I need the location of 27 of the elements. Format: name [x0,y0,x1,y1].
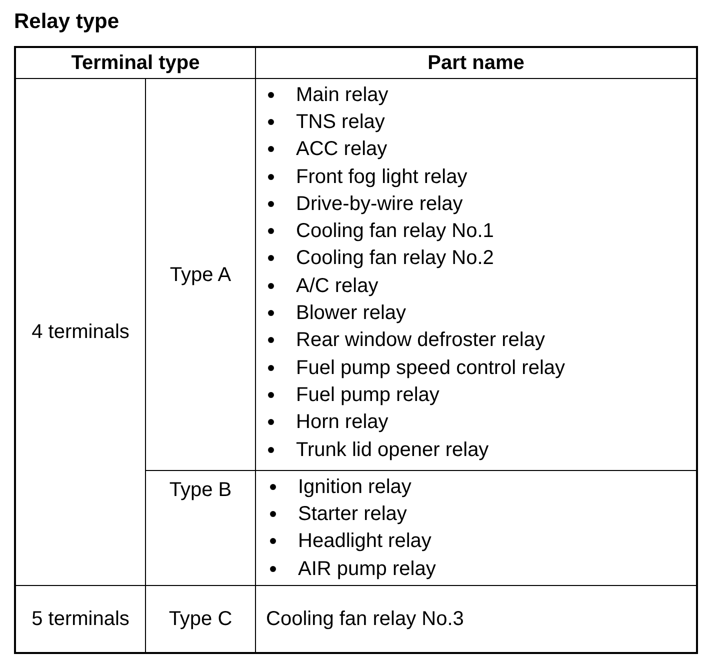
part-name: Trunk lid opener relay [296,438,489,463]
table-cell: Type A [146,79,256,471]
part-name: Ignition relay [298,474,412,500]
part-name: Fuel pump speed control relay [296,356,566,381]
part-name: Horn relay [296,410,388,436]
part-name: Front fog light relay [296,164,468,190]
title: Relay type [14,9,120,35]
part-name: ACC relay [296,137,388,162]
table-cell-text: Cooling fan relay No.3 [265,607,465,632]
part-name: Rear window defroster relay [296,328,545,354]
part-name: A/C relay [296,274,378,299]
table-cell: 5 terminals [16,586,146,652]
header-cell: Terminal type [16,48,256,79]
part-name: Headlight relay [298,529,432,554]
part-name: Starter relay [298,502,407,527]
part-name: Cooling fan relay No.2 [296,246,494,272]
part-name: Fuel pump relay [296,382,440,408]
table-cell: Type B [146,471,256,586]
table-cell: 4 terminals [16,79,146,586]
part-name: Main relay [296,82,388,108]
part-name: Blower relay [296,301,406,326]
header-cell: Part name [256,48,696,79]
part-name: Drive-by-wire relay [296,192,463,217]
part-name: AIR pump relay [298,556,436,582]
part-name: TNS relay [296,110,385,135]
table-cell: Type C [146,586,256,652]
part-name: Cooling fan relay No.1 [296,219,494,244]
